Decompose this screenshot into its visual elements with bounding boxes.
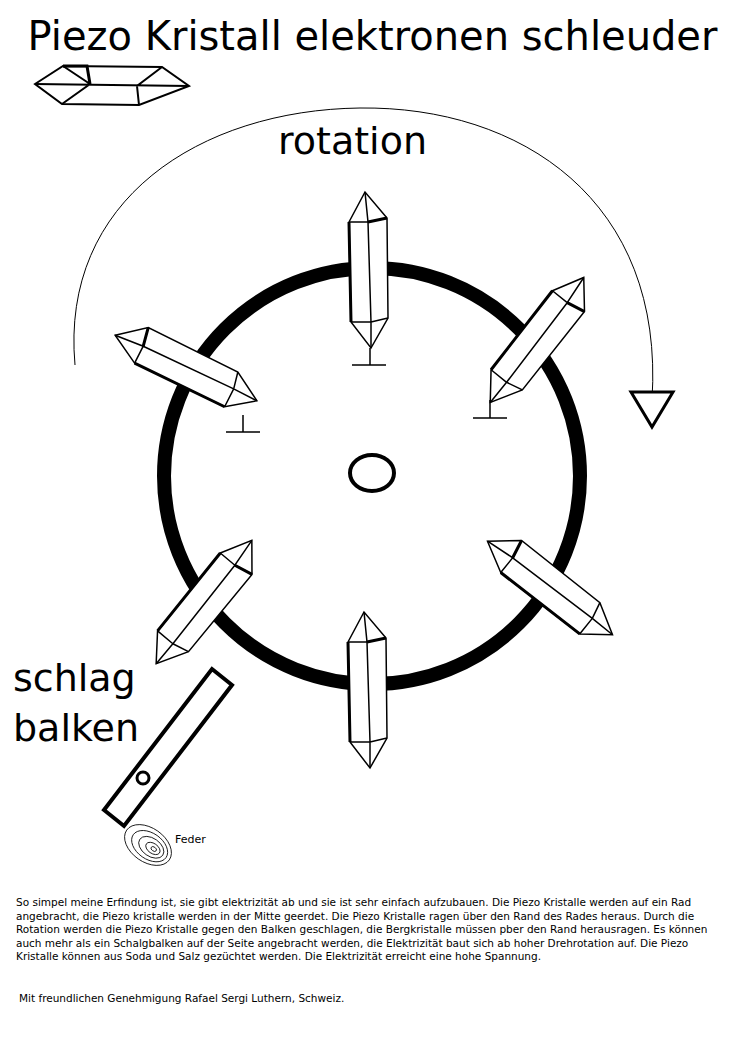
beam-label: schlag balken xyxy=(13,653,163,753)
hub xyxy=(350,455,394,491)
title: Piezo Kristall elektronen schleuder xyxy=(28,12,718,60)
rotation-label: rotation xyxy=(278,118,427,164)
crystal-icon xyxy=(35,66,189,105)
spring-label: Feder xyxy=(175,833,206,847)
ground-symbol xyxy=(226,348,507,432)
spring xyxy=(117,816,179,874)
arrow-head xyxy=(631,392,673,427)
description-text: So simpel meine Erfindung ist, sie gibt … xyxy=(16,896,728,964)
credit-text: Mit freundlichen Genehmigung Rafael Serg… xyxy=(19,991,344,1005)
